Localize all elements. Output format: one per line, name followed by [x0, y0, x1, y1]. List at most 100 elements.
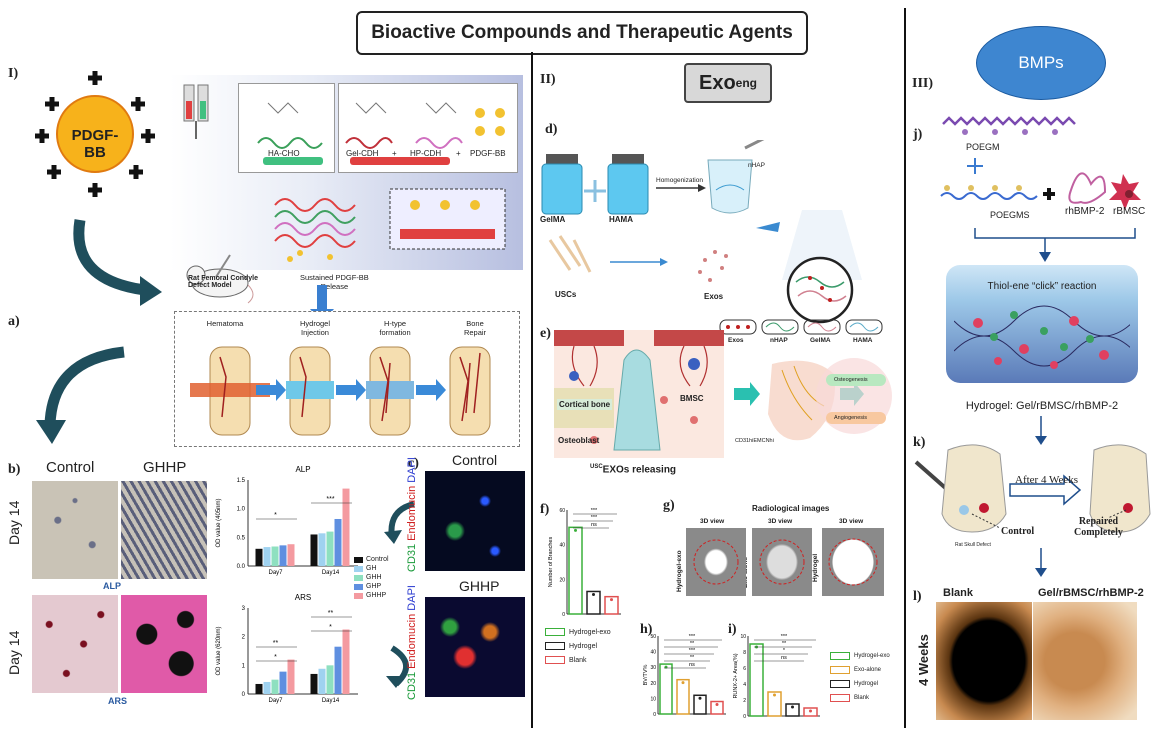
label-cd31: CD31hiEMCNhi — [735, 438, 774, 444]
sig-label: *** — [591, 515, 598, 521]
legend-swatch — [354, 583, 363, 590]
data-point — [574, 528, 577, 532]
legend-label: Hydrogel — [569, 642, 598, 650]
label-uscs: USCs — [555, 290, 577, 299]
data-point — [698, 696, 702, 700]
legend-item: GH — [354, 565, 389, 572]
y-axis-label: OD value (405nm) — [216, 498, 222, 547]
legend-label: GHP — [366, 583, 382, 590]
y-axis-label: Number of Branches — [548, 537, 554, 588]
data-point — [773, 693, 776, 697]
hydrogel-label: Hydrogel: Gel/rBMSC/rhBMP-2 — [965, 400, 1119, 412]
bone-stages — [190, 346, 491, 436]
bar — [342, 488, 350, 566]
label-gelma: GelMA — [540, 215, 566, 224]
legend-swatch — [354, 556, 363, 563]
sig-label: *** — [326, 496, 334, 503]
view-label: 3D view — [700, 518, 725, 525]
legend-item: Blank — [545, 656, 611, 664]
plus-sign: + — [392, 149, 397, 158]
curved-arrow-icon — [384, 501, 415, 544]
legend-label: Control — [366, 556, 389, 563]
bar — [785, 703, 800, 717]
bar — [710, 700, 724, 715]
legend-hama: HAMA — [853, 337, 873, 344]
label-nhap-top: nHAP — [748, 162, 765, 169]
label-cortical: Cortical bone — [557, 399, 613, 410]
bmps-ellipse: BMPs — [976, 26, 1106, 100]
bar — [676, 678, 690, 715]
sig-label: ** — [782, 641, 787, 647]
bar — [318, 533, 326, 566]
data-point — [610, 598, 613, 602]
y-tick-label: 6 — [743, 666, 746, 672]
micrograph-alp-ghhp — [121, 481, 207, 579]
gel-label: Gel/rBMSC/rhBMP-2 — [1038, 587, 1144, 599]
panel-a-label: a) — [8, 314, 20, 329]
marker-dapi: DAPI — [406, 457, 418, 483]
bar — [342, 629, 350, 694]
legend-swatch — [354, 565, 363, 572]
bar — [255, 548, 263, 566]
marker-cd31: CD31 — [406, 671, 418, 700]
label-osteoblast: Osteoblast — [558, 436, 600, 445]
radiological-title: Radiological images — [752, 504, 830, 513]
blank-label: Blank — [943, 587, 973, 599]
reagent-pdgf-bb: PDGF-BB — [470, 149, 506, 158]
label-poegms: POEGMS — [990, 210, 1030, 220]
panel-g-label: g) — [663, 498, 675, 513]
panel-ii-label: II) — [540, 72, 556, 87]
histology-gel — [1033, 602, 1137, 720]
legend-label: GHHP — [366, 592, 387, 599]
caption-exos-release: USCEXOs releasing — [590, 464, 676, 475]
sig-label: *** — [781, 634, 788, 640]
skull-defect-label: Rat Skull Defect — [955, 542, 991, 548]
row-hydrogel-exo: Hydrogel-exo — [676, 550, 683, 592]
legend-swatch — [545, 656, 565, 664]
panel-i-sub-label: i) — [728, 622, 737, 637]
panel-iii-label: III) — [912, 76, 934, 91]
sig-label: *** — [689, 648, 696, 654]
data-point — [809, 709, 812, 713]
panel-c-label: c) — [408, 456, 419, 471]
chart-title: ALP — [295, 465, 310, 474]
y-tick-label: 2 — [743, 698, 746, 704]
plus-sign: + — [456, 149, 461, 158]
bar — [310, 673, 318, 694]
y-tick-label: 0 — [743, 714, 746, 720]
control-label: Control — [1001, 526, 1035, 537]
x-tick-label: Day7 — [268, 570, 283, 576]
y-tick-label: 0 — [653, 712, 656, 718]
bar — [659, 663, 673, 715]
legend-label: Hydrogel — [854, 681, 879, 687]
sig-label: * — [329, 624, 332, 631]
weeks-label: 4 Weeks — [916, 634, 931, 686]
sig-label: ** — [273, 640, 279, 647]
caption-text: EXOs releasing — [602, 464, 677, 476]
fluor-control-title: Control — [452, 452, 498, 468]
sig-label: * — [274, 512, 277, 519]
panel-d-label: d) — [545, 122, 558, 137]
markers-top: CD31 Endomucin DAPI — [406, 457, 418, 572]
legend-label: Blank — [569, 656, 587, 664]
panel-f-label: f) — [540, 502, 550, 517]
label-angiogenesis: Angiogenesis — [834, 415, 868, 421]
legend-item: Hydrogel-exo — [545, 628, 611, 636]
legend-swatch — [830, 666, 850, 674]
reagent-hp-cdh: HP-CDH — [410, 149, 442, 158]
legend-label: Blank — [854, 695, 870, 701]
micro-ct-exo-alone — [752, 528, 812, 596]
micro-ct-hydrogel-exo — [686, 528, 746, 596]
row-hydrogel: Hydrogel — [812, 553, 819, 582]
y-tick-label: 60 — [559, 508, 565, 514]
bar — [767, 691, 782, 717]
stage-repair: Bone Repair — [463, 319, 487, 337]
y-tick-label: 20 — [559, 577, 565, 583]
